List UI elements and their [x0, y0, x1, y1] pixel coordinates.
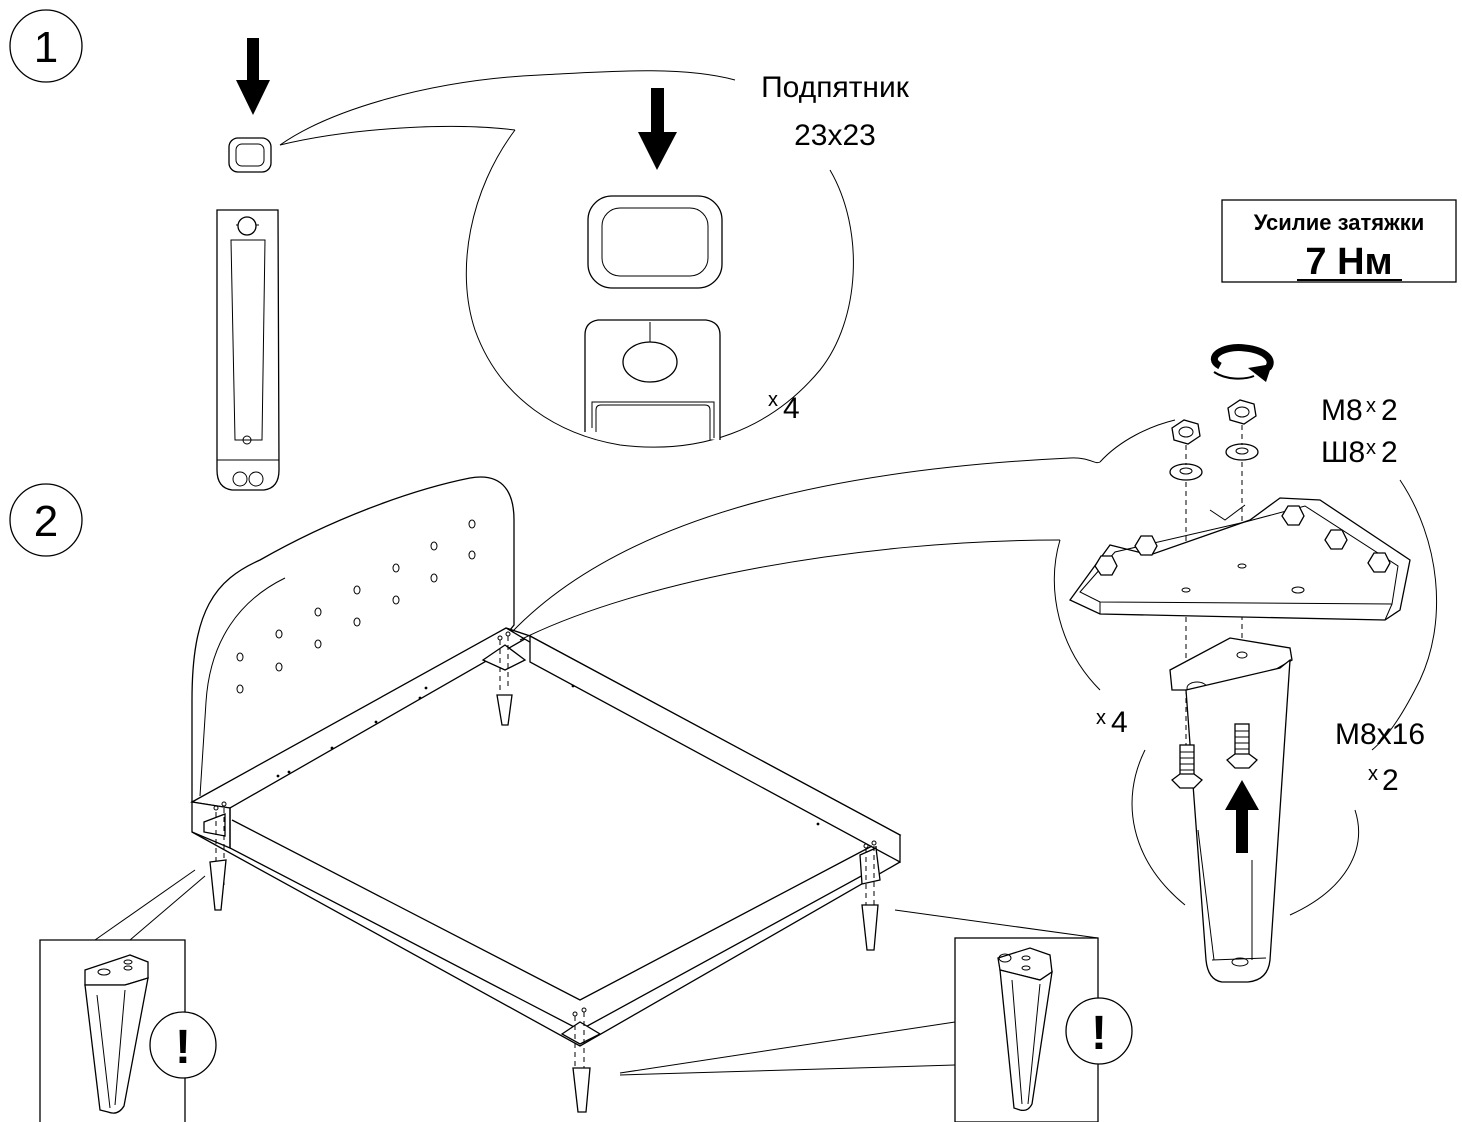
leg-orientation-inset-right: ! [954, 937, 1133, 1122]
exclamation-icon: ! [149, 1011, 217, 1079]
leg-bracket-detail [1053, 344, 1438, 983]
nut-qty-x: x [1366, 395, 1376, 417]
step-2-number: 2 [34, 497, 58, 546]
detail-qty: 4 [1111, 706, 1128, 739]
headboard-buttons [236, 519, 476, 694]
down-arrow-icon [638, 88, 677, 170]
leg-front-right [560, 1007, 602, 1113]
bed-leg-step1 [216, 209, 280, 491]
leg-back-right [481, 631, 527, 726]
nut-right [1227, 399, 1257, 425]
rotate-arrow-icon [1210, 344, 1274, 382]
bolt-left [1171, 744, 1203, 789]
washer-spec: Ш8 [1321, 436, 1365, 469]
warning-mark-right: ! [1091, 1007, 1107, 1060]
warning-mark-left: ! [175, 1021, 191, 1074]
headboard [191, 476, 515, 803]
leg-back-left [859, 840, 881, 951]
glide-pad-name: Подпятник [761, 71, 910, 104]
exclamation-icon: ! [1065, 997, 1133, 1065]
nut-qty: 2 [1381, 394, 1398, 427]
detail-qty-x: x [1096, 707, 1106, 729]
bolt-qty-x: x [1368, 763, 1378, 785]
washer-qty: 2 [1381, 436, 1398, 469]
leg-front-left [203, 801, 227, 911]
nut-left [1171, 419, 1201, 445]
glide-pad-small [228, 137, 272, 173]
bed-frame [190, 627, 902, 1047]
washer-right [1225, 443, 1259, 461]
bolt-qty: 2 [1382, 764, 1399, 797]
step1-qty: 4 [783, 392, 800, 425]
glide-pad-size: 23x23 [794, 119, 876, 152]
step-1-marker: 1 [9, 9, 83, 83]
torque-value: 7 Нм [1305, 241, 1392, 283]
step-2-marker: 2 [9, 483, 83, 557]
nut-spec: M8 [1321, 394, 1363, 427]
bolt-right [1226, 723, 1258, 769]
torque-label: Усилие затяжки [1254, 210, 1425, 235]
step-1-number: 1 [34, 23, 58, 72]
leg-orientation-inset-left: ! [39, 939, 217, 1122]
washer-left [1169, 463, 1203, 481]
torque-box: Усилие затяжки 7 Нм [1221, 199, 1457, 283]
washer-qty-x: x [1366, 437, 1376, 459]
bolt-spec: M8x16 [1335, 718, 1425, 751]
down-arrow-icon [236, 38, 270, 115]
pad-detail-magnifier [465, 88, 854, 448]
up-arrow-icon [1225, 780, 1259, 853]
step1-qty-x: x [768, 389, 778, 411]
